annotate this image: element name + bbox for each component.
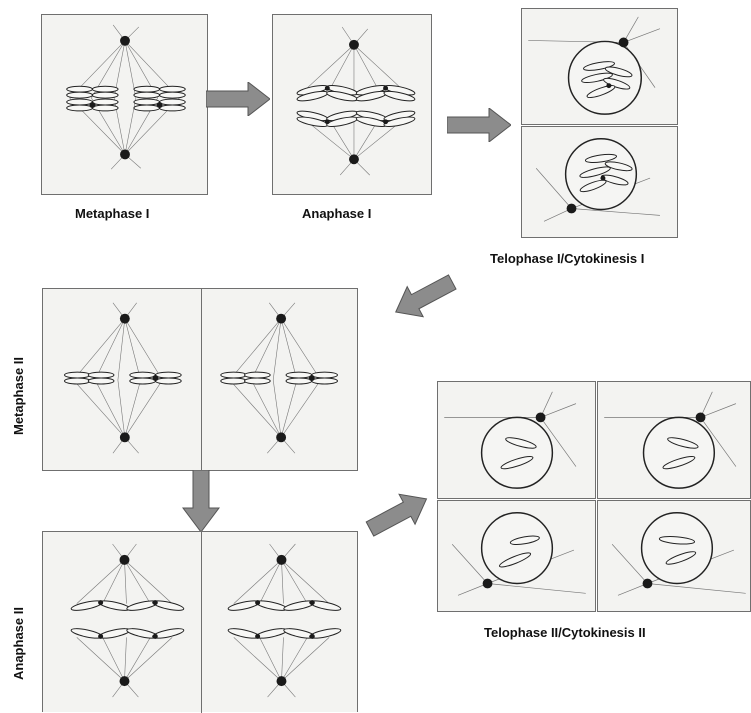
- arrow-down-icon: [182, 469, 220, 533]
- arrow-right-1: [205, 80, 271, 118]
- anaphase-2-panel: [42, 531, 358, 713]
- telophase-1-label: Telophase I/Cytokinesis I: [490, 251, 645, 266]
- telophase-2-label: Telophase II/Cytokinesis II: [484, 625, 646, 640]
- arrow-down: [181, 469, 221, 533]
- arrow-up-right: [362, 488, 438, 538]
- metaphase-1-panel: [41, 14, 208, 195]
- arrow-down-left: [384, 272, 464, 322]
- telophase-1-top-cell: [521, 8, 678, 125]
- arrow-right-2-icon: [446, 106, 512, 144]
- anaphase-1-label: Anaphase I: [302, 206, 372, 221]
- telophase-2-bottom-right-drawing: [611, 512, 746, 596]
- telophase-1-bottom-drawing: [535, 138, 660, 222]
- anaphase-2-label: Anaphase II: [11, 607, 26, 680]
- telophase-2-cell-top-right: [597, 381, 751, 499]
- anaphase-2-drawing: [70, 543, 342, 698]
- telophase-2-bottom-left-drawing: [451, 512, 586, 596]
- telophase-2-cell-bottom-right: [597, 500, 751, 612]
- metaphase-2-panel: [42, 288, 358, 471]
- metaphase-2-label: Metaphase II: [11, 356, 26, 435]
- arrow-right-2: [446, 106, 512, 144]
- telophase-2-top-right-drawing: [604, 391, 737, 489]
- anaphase-1-drawing: [296, 26, 416, 176]
- metaphase-2-drawing: [64, 302, 338, 454]
- telophase-1-top-drawing: [528, 16, 661, 115]
- telophase-2-cell-top-left: [437, 381, 596, 499]
- arrow-down-left-icon: [395, 274, 457, 318]
- anaphase-1-panel: [272, 14, 432, 195]
- metaphase-1-drawing: [66, 24, 186, 170]
- telophase-1-bottom-cell: [521, 126, 678, 238]
- arrow-up-right-icon: [365, 493, 428, 537]
- metaphase-1-label: Metaphase I: [75, 206, 150, 221]
- metaphase-2-divider: [201, 289, 202, 470]
- telophase-2-top-left-drawing: [444, 391, 577, 489]
- arrow-right-1-icon: [205, 80, 271, 118]
- telophase-2-cell-bottom-left: [437, 500, 596, 612]
- anaphase-2-divider: [201, 532, 202, 713]
